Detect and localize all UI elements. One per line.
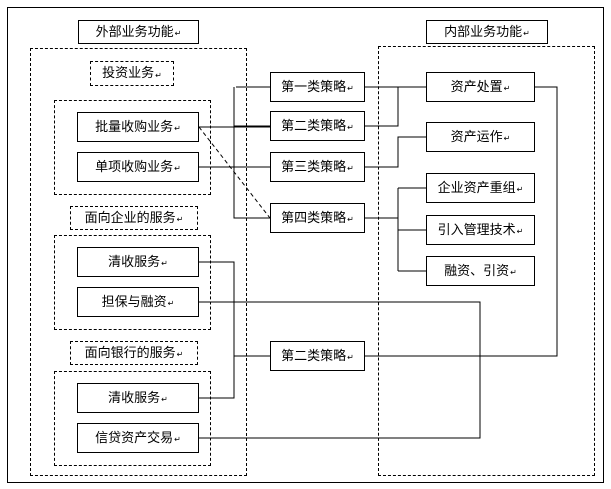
credit-asset-trade-box: 信贷资产交易↵ [77, 423, 199, 453]
outer-frame [7, 7, 604, 483]
paragraph-mark-icon: ↵ [516, 227, 524, 236]
guarantee-financing-box: 担保与融资↵ [77, 287, 199, 317]
paragraph-mark-icon: ↵ [347, 353, 354, 362]
paragraph-mark-icon: ↵ [347, 123, 354, 132]
connector-disposal-s2b [365, 86, 558, 357]
paragraph-mark-icon: ↵ [155, 70, 162, 80]
connector-asset-disposal [233, 86, 270, 219]
internal-title: 内部业务功能↵ [426, 20, 548, 44]
paragraph-mark-icon: ↵ [523, 29, 530, 38]
strategy-3-box: 第三类策略↵ [270, 152, 365, 182]
connector-batch-s4 [198, 126, 271, 219]
enterprise-group-label: 面向企业的服务↵ [70, 206, 198, 230]
asset-operation-box: 资产运作↵ [426, 122, 535, 152]
paragraph-mark-icon: ↵ [176, 215, 184, 224]
internal-panel [378, 46, 595, 476]
single-buy-box: 单项收购业务↵ [77, 152, 199, 182]
batch-buy-box: 批量收购业务↵ [77, 112, 199, 142]
connector-s3-operation [365, 136, 426, 168]
internal-title-text: 内部业务功能 [444, 24, 523, 40]
bank-group-frame [54, 371, 211, 466]
invest-group-label: 投资业务↵ [90, 61, 174, 86]
paragraph-mark-icon: ↵ [161, 259, 168, 268]
bank-group-label: 面向银行的服务↵ [70, 341, 198, 365]
strategy-4-box: 第四类策略↵ [270, 203, 365, 233]
strategy-2b-box: 第二类策略↵ [270, 341, 365, 371]
strategy-2-box: 第二类策略↵ [270, 111, 365, 141]
enterprise-group-frame [54, 235, 211, 330]
paragraph-mark-icon: ↵ [347, 164, 354, 173]
paragraph-mark-icon: ↵ [347, 215, 354, 224]
connector-s2-disposal [365, 87, 399, 127]
strategy-1-box: 第一类策略↵ [270, 72, 365, 102]
paragraph-mark-icon: ↵ [167, 299, 175, 308]
paragraph-mark-icon: ↵ [510, 268, 517, 277]
external-title: 外部业务功能↵ [78, 20, 199, 44]
management-tech-box: 引入管理技术↵ [426, 215, 535, 245]
enterprise-restructure-box: 企业资产重组↵ [426, 173, 535, 203]
connector-guarantee-credit [199, 301, 481, 439]
external-title-text: 外部业务功能 [95, 24, 174, 40]
paragraph-mark-icon: ↵ [174, 164, 181, 173]
paragraph-mark-icon: ↵ [174, 124, 181, 133]
collection-service-box-2: 清收服务↵ [77, 383, 199, 413]
paragraph-mark-icon: ↵ [174, 29, 182, 38]
asset-disposal-box: 资产处置↵ [426, 72, 535, 102]
paragraph-mark-icon: ↵ [503, 134, 511, 143]
paragraph-mark-icon: ↵ [174, 435, 181, 444]
paragraph-mark-icon: ↵ [516, 185, 524, 194]
connector-s4-internal [365, 187, 426, 272]
external-panel [30, 48, 247, 476]
invest-group-frame [54, 100, 211, 195]
collection-service-box-1: 清收服务↵ [77, 247, 199, 277]
paragraph-mark-icon: ↵ [176, 350, 184, 359]
financing-box: 融资、引资↵ [426, 256, 535, 286]
connector-collection [199, 261, 270, 399]
paragraph-mark-icon: ↵ [347, 84, 354, 93]
paragraph-mark-icon: ↵ [161, 395, 168, 404]
paragraph-mark-icon: ↵ [503, 84, 511, 93]
